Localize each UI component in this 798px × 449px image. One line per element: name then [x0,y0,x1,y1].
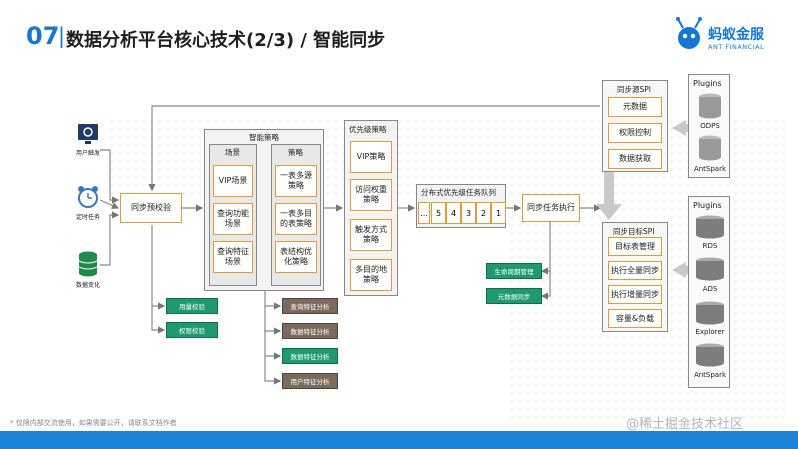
plugin-label: Explorer [695,328,725,336]
plugin-label: AntSpark [693,371,727,379]
priority-trigger-mode: 触发方式 策略 [350,219,392,251]
cylinder-icon [696,301,724,325]
priority-access-weight: 访问权重 策略 [350,179,392,211]
priority-vip: VIP策略 [350,141,392,173]
source-spi-frame: 同步源SPI 元数据 权限控制 数据获取 [602,80,668,172]
precheck-box: 同步预校验 [120,193,182,223]
source-spi-data-fetch: 数据获取 [608,149,662,169]
queue-cell: 2 [476,202,491,224]
logo-text-en: ANT FINANCIAL [708,43,765,51]
plugins-target-frame: Plugins RDS ADS Explorer AntSpark [688,196,730,388]
title-separator: | [58,24,66,48]
footer-note: * 仅限内部交流使用，如果需要公开，请联系文档作者 [10,419,177,427]
logo-text-cn: 蚂蚁金服 [708,27,764,43]
frame-title: 同步源SPI [617,85,651,94]
trigger-label: 用户触发 [75,150,100,157]
plugin-label: ODPS [700,122,720,130]
database-icon [78,251,98,277]
frame-title: 优先级策略 [349,125,387,134]
smart-strategy-frame: 智能策略 场景 VIP场景 查询功能 场景 查询特征 场景 策略 一表多源 策略… [204,129,324,291]
frame-title: Plugins [693,201,722,210]
target-spi-capacity: 容量&负载 [608,309,662,328]
executor-metadata-sync: 元数据同步 [486,288,542,304]
trigger-label: 定时任务 [75,214,100,221]
queue-cell: ... [418,202,430,224]
analysis-user-feature: 用户特征分析 [282,373,338,389]
priority-strategy-frame: 优先级策略 VIP策略 访问权重 策略 触发方式 策略 多目的地 策略 [344,120,398,296]
analysis-data-feature: 数据特征分析 [282,323,338,339]
source-spi-permission: 权限控制 [608,123,662,143]
page-title: 数据分析平台核心技术(2/3) / 智能同步 [66,30,386,51]
cylinder-icon [699,93,721,119]
target-spi-full-sync: 执行全量同步 [608,261,662,280]
bottom-bar [0,431,798,449]
trigger-label: 数据变化 [75,282,100,289]
scene-query-function: 查询功能 场景 [213,203,253,235]
precheck-usage: 用量校验 [166,298,218,314]
scene-column: 场景 VIP场景 查询功能 场景 查询特征 场景 [209,144,257,286]
column-title: 场景 [225,148,240,157]
plugins-source-frame: Plugins ODPS AntSpark [688,74,730,178]
trigger-schedule: 定时任务 [68,184,108,221]
scene-vip: VIP场景 [213,165,253,197]
target-spi-frame: 同步目标SPI 目标表管理 执行全量同步 执行增量同步 容量&负载 [602,222,668,332]
queue-title: 分布式优先级任务队列 [421,188,496,197]
plugin-label: AntSpark [693,165,727,173]
plugin-label: ADS [702,285,718,293]
frame-title: Plugins [693,79,722,88]
frame-title: 智能策略 [249,133,279,142]
policy-column: 策略 一表多源 策略 一表多目 的表策略 表结构优 化策略 [271,144,321,286]
cylinder-icon [696,215,724,239]
queue-cell: 4 [446,202,461,224]
policy-table-optimize: 表结构优 化策略 [275,241,317,273]
executor-box: 同步任务执行 [522,194,580,222]
plugin-label: RDS [702,242,718,250]
scene-query-feature: 查询特征 场景 [213,241,253,273]
source-spi-metadata: 元数据 [608,97,662,117]
ant-financial-logo: 蚂蚁金服 ANT FINANCIAL [672,16,782,60]
precheck-permission: 权限校验 [166,322,218,338]
executor-lifecycle: 生命周期管理 [486,263,542,279]
monitor-icon [78,124,98,144]
queue-cell: 1 [491,202,506,224]
analysis-query-feature: 查询特征分析 [282,298,338,314]
cylinder-icon [696,257,724,281]
cylinder-icon [699,135,721,161]
slide-number: 07 [26,22,60,50]
target-spi-table-mgmt: 目标表管理 [608,237,662,256]
task-queue-frame: 分布式优先级任务队列 ... 5 4 3 2 1 [416,184,506,228]
policy-multi-source: 一表多源 策略 [275,165,317,197]
frame-title: 同步目标SPI [613,227,655,236]
ant-logo-icon [676,17,702,49]
cylinder-icon [696,343,724,367]
alarm-clock-icon [78,186,98,208]
priority-multi-target: 多目的地 策略 [350,259,392,291]
column-title: 策略 [288,148,303,157]
watermark: @稀土掘金技术社区 [626,417,744,432]
target-spi-incremental: 执行增量同步 [608,285,662,304]
trigger-user: 用户触发 [68,122,108,157]
policy-multi-target: 一表多目 的表策略 [275,203,317,235]
trigger-data-change: 数据变化 [68,250,108,289]
analysis-data-feature-2: 数据特征分析 [282,348,338,364]
queue-cell: 3 [461,202,476,224]
queue-cell: 5 [431,202,446,224]
